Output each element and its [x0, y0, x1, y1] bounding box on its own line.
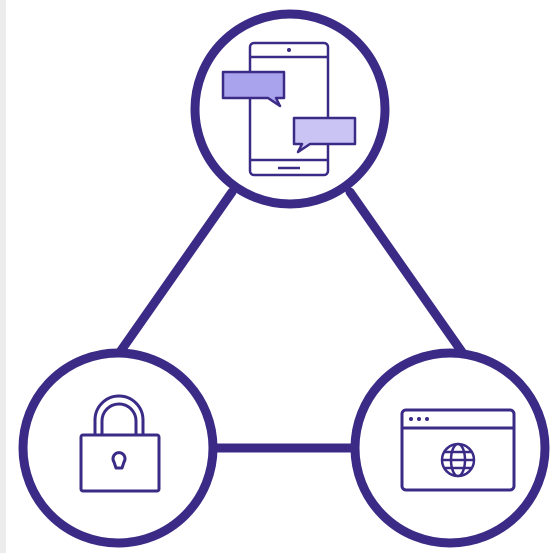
chat-bubble-right [292, 116, 357, 154]
padlock-keyhole [111, 451, 127, 470]
browser-dot-2 [417, 417, 421, 421]
padlock-body [79, 433, 161, 493]
browser-window [400, 408, 516, 492]
phone-body [248, 41, 330, 177]
phone-camera-dot [287, 48, 291, 52]
globe-icon [440, 442, 476, 478]
mobile-chat-icon [221, 41, 357, 177]
chat-bubble-left [221, 70, 286, 108]
browser-dot-1 [409, 417, 413, 421]
browser-dot-3 [425, 417, 429, 421]
edge-mobile-security [115, 187, 237, 357]
browser-globe-icon [400, 408, 516, 492]
left-border-strip [0, 0, 6, 553]
edges [115, 187, 467, 453]
padlock-icon [79, 394, 161, 493]
padlock-shackle-outer [93, 394, 145, 437]
edge-mobile-web [345, 187, 467, 357]
padlock-shackle-inner [100, 402, 138, 437]
